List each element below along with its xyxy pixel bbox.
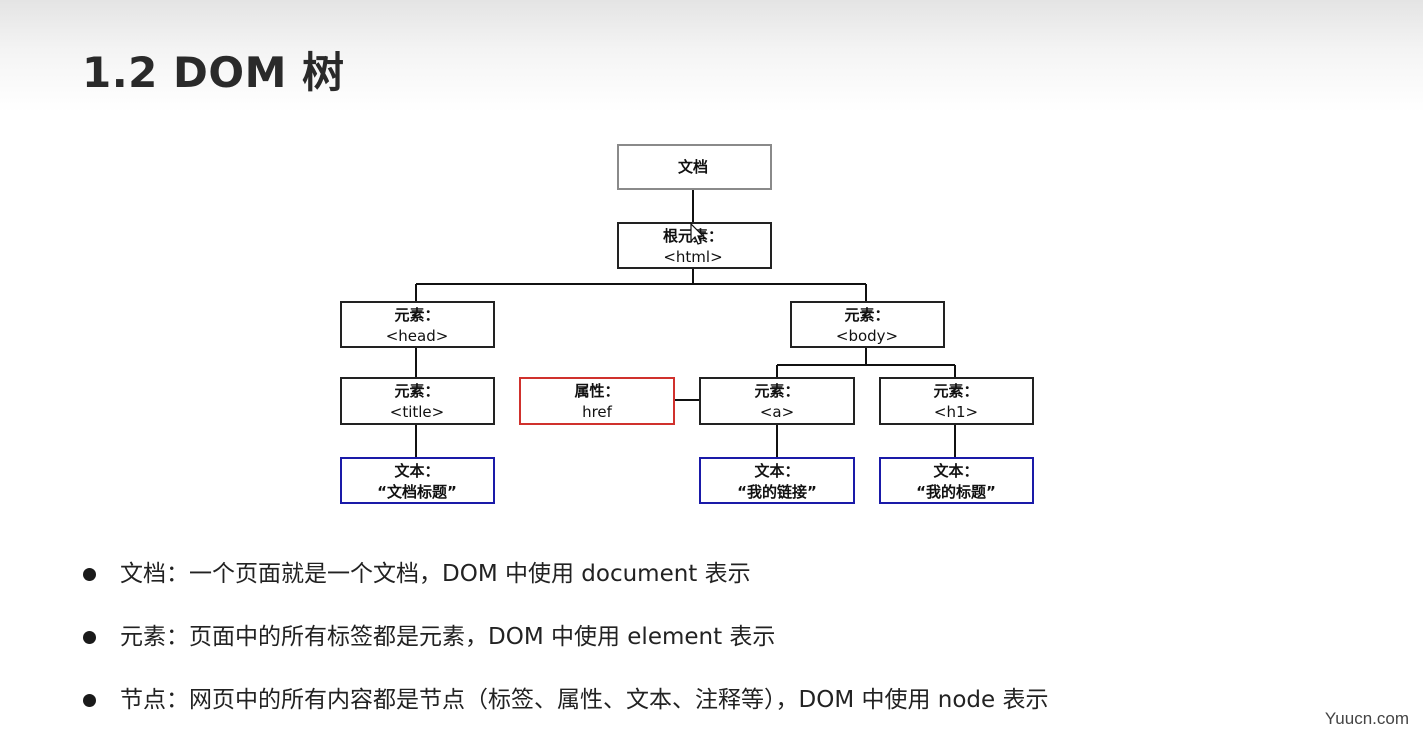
node-a-box — [699, 377, 855, 425]
node-head-type: 元素： — [394, 306, 439, 324]
bullet-dot-icon — [83, 694, 96, 707]
node-title: 元素： <title> — [340, 377, 495, 425]
definition-text: 节点：网页中的所有内容都是节点（标签、属性、文本、注释等），DOM 中使用 no… — [120, 687, 1049, 713]
node-title-tag: <title> — [390, 403, 444, 421]
node-text-title: 文本： “文档标题” — [340, 457, 495, 504]
node-text-heading-value: “我的标题” — [916, 483, 996, 501]
definition-text: 元素：页面中的所有标签都是元素，DOM 中使用 element 表示 — [120, 624, 776, 650]
node-attr-href: 属性： href — [519, 377, 675, 425]
definition-item-element: 元素：页面中的所有标签都是元素，DOM 中使用 element 表示 — [78, 615, 1049, 678]
node-document-box — [617, 144, 772, 190]
node-attr-href-box — [519, 377, 675, 425]
bullet-dot-icon — [83, 631, 96, 644]
definition-list: 文档：一个页面就是一个文档，DOM 中使用 document 表示 元素：页面中… — [78, 552, 1049, 741]
watermark: Yuucn.com — [1324, 709, 1409, 728]
node-text-heading: 文本： “我的标题” — [879, 457, 1034, 504]
node-text-heading-box — [879, 457, 1034, 504]
node-text-link: 文本： “我的链接” — [699, 457, 855, 504]
definition-text: 文档：一个页面就是一个文档，DOM 中使用 document 表示 — [120, 561, 751, 587]
bullet-dot-icon — [83, 568, 96, 581]
node-text-heading-type: 文本： — [933, 462, 978, 480]
node-body-tag: <body> — [836, 327, 898, 345]
mouse-cursor-icon — [690, 222, 705, 245]
node-h1-box — [879, 377, 1034, 425]
node-document-label: 文档 — [678, 158, 708, 176]
node-text-title-box — [340, 457, 495, 504]
slide-title: 1.2 DOM 树 — [82, 48, 345, 97]
tree-connectors — [415, 189, 956, 458]
node-html-tag: <html> — [663, 248, 722, 266]
node-title-box — [340, 377, 495, 425]
node-head-box — [340, 301, 495, 348]
node-h1: 元素： <h1> — [879, 377, 1034, 425]
node-body: 元素： <body> — [790, 301, 945, 348]
node-head: 元素： <head> — [340, 301, 495, 348]
definition-item-node: 节点：网页中的所有内容都是节点（标签、属性、文本、注释等），DOM 中使用 no… — [78, 678, 1049, 741]
node-h1-type: 元素： — [933, 382, 978, 400]
node-h1-tag: <h1> — [934, 403, 978, 421]
node-text-link-box — [699, 457, 855, 504]
node-text-title-type: 文本： — [394, 462, 439, 480]
node-a: 元素： <a> — [699, 377, 855, 425]
node-body-box — [790, 301, 945, 348]
node-text-link-value: “我的链接” — [737, 483, 817, 501]
definition-item-document: 文档：一个页面就是一个文档，DOM 中使用 document 表示 — [78, 552, 1049, 615]
node-document: 文档 — [617, 144, 772, 190]
node-text-link-type: 文本： — [754, 462, 799, 480]
node-head-tag: <head> — [386, 327, 449, 345]
node-attr-type: 属性： — [574, 382, 619, 400]
node-a-tag: <a> — [760, 403, 794, 421]
node-title-type: 元素： — [394, 382, 439, 400]
slide-header-band — [0, 0, 1423, 112]
node-body-type: 元素： — [844, 306, 889, 324]
node-text-title-value: “文档标题” — [377, 483, 457, 501]
node-attr-name: href — [582, 403, 613, 421]
node-a-type: 元素： — [754, 382, 799, 400]
